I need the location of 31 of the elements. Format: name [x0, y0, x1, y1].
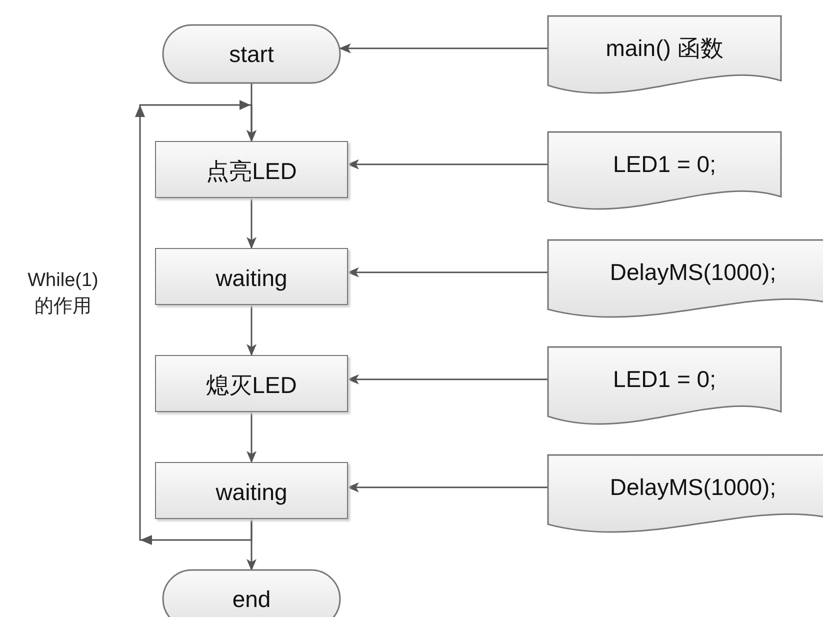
- terminal-shape: [163, 570, 340, 617]
- process-box: [155, 141, 348, 198]
- arrow: [246, 412, 256, 463]
- arrow: [246, 305, 256, 356]
- node-text: LED1 = 0;: [612, 150, 717, 178]
- loop-note: While(1) 的作用: [26, 269, 100, 319]
- process-box: [155, 462, 348, 519]
- node-text: end: [231, 585, 272, 613]
- document-shape: [548, 347, 781, 424]
- node-text: LED1 = 0;: [612, 365, 717, 394]
- process-box: [155, 248, 348, 305]
- document-shape: [548, 16, 781, 93]
- arrow: [347, 159, 548, 170]
- arrow: [347, 482, 548, 492]
- document-shape: [548, 132, 781, 209]
- document-shape: [548, 240, 823, 317]
- node-text: 熄灭LED: [205, 370, 298, 398]
- node-text: DelayMS(1000);: [608, 473, 778, 502]
- terminal-shape: [163, 25, 340, 83]
- document-shape: [548, 455, 823, 532]
- arrow: [339, 43, 548, 54]
- node-text: DelayMS(1000);: [608, 258, 778, 286]
- node-text: main() 函数: [604, 34, 724, 62]
- node-text: start: [228, 40, 275, 68]
- arrow: [347, 267, 548, 278]
- arrow: [347, 374, 548, 384]
- node-text: 点亮LED: [205, 156, 298, 184]
- node-text: waiting: [214, 264, 288, 292]
- arrow: [246, 198, 256, 249]
- node-text: waiting: [214, 478, 288, 506]
- process-box: [155, 355, 348, 412]
